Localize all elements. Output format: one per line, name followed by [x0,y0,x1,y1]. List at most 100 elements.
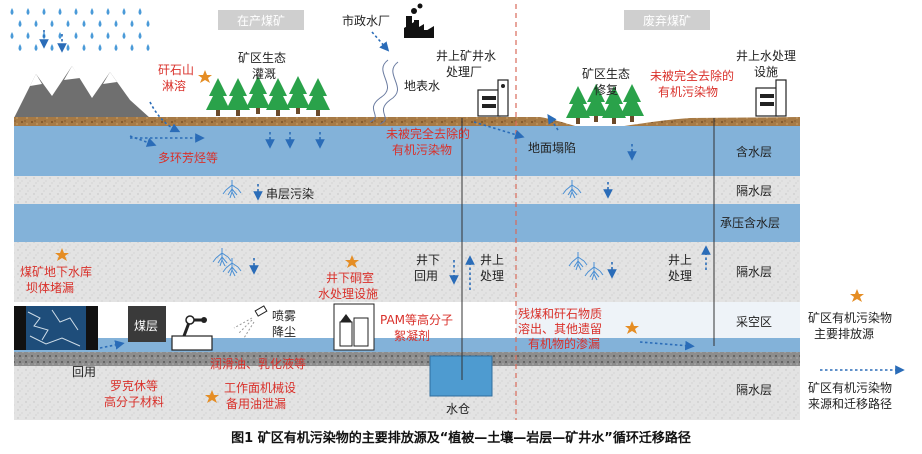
rain-drop [34,44,38,51]
rain-drop [98,44,102,51]
rain-drop [106,8,110,15]
legend-migration-1: 矿区有机污染物 [808,380,892,395]
aquitard-layer-2 [14,242,800,302]
rain-drop [66,20,70,27]
label-equipment-oil-2: 备用油泄漏 [226,397,286,411]
rain-drop [26,32,30,39]
label-spray-2: 降尘 [272,325,296,339]
label-pam-1: PAM等高分子 [380,312,453,327]
rain-drop [130,20,134,27]
rain-drop [82,20,86,27]
rain-drop [58,32,62,39]
label-reservoir-leak-2: 坝体堵漏 [26,281,74,295]
label-mine-irrigation-2: 灌溉 [252,67,276,81]
label-dissolve-1: 残煤和矸石物质 [518,307,602,321]
label-residual-active-2: 有机污染物 [392,142,452,157]
label-gangue-leaching-1: 矸石山 [158,63,194,77]
label-underground-reuse-1: 井下 [416,253,440,267]
mining-machine-icon [171,315,213,351]
factory-icon [404,3,434,38]
mine-shaft [461,118,715,380]
rain-drop [10,32,14,39]
rain-drop [74,8,78,15]
label-mine-irrigation-1: 矿区生态 [238,51,286,65]
layer-label-confined: 承压含水层 [720,215,780,230]
label-pah: 多环芳烃等 [158,151,218,165]
label-water-plant-1: 井上矿井水 [436,49,496,63]
legend: 矿区有机污染物 主要排放源 矿区有机污染物 来源和迁移路径 [808,310,905,411]
section-abandoned-mine: 废弃煤矿 [643,13,691,28]
rain-drop [98,20,102,27]
spray-nozzle-icon [233,305,268,339]
layer-label-aquitard-1: 隔水层 [736,184,772,198]
label-gangue-leaching-2: 淋溶 [162,78,186,93]
coal-seam-block [128,306,166,342]
label-sump: 水仓 [446,402,470,416]
rain-drop [130,44,134,51]
surface-river [369,59,399,125]
label-residual-abandoned-1: 未被完全去除的 [650,68,734,83]
label-dissolve-3: 有机物的渗漏 [528,336,600,351]
label-equipment-oil-1: 工作面机械设 [224,380,296,395]
rain-drop [114,20,118,27]
rain-drop [114,44,118,51]
trees-active [206,76,330,116]
label-reservoir-leak-1: 煤矿地下水库 [20,264,92,279]
label-dissolve-2: 溶出、其他遗留 [518,321,602,336]
underground-reservoir [14,306,98,350]
rain-drop [42,8,46,15]
rain-drop [146,20,150,27]
figure-caption: 图1 矿区有机污染物的主要排放源及“植被—土壤—岩层—矿井水”循环迁移路径 [231,430,691,446]
soil-layer [14,117,800,129]
rain-drop [138,32,142,39]
rain-drop [50,20,54,27]
rain-drop [90,8,94,15]
label-waterworks: 市政水厂 [342,13,390,28]
label-chamber-1: 井下硐室 [326,270,374,285]
label-cross-contamination: 串层污染 [266,186,314,201]
aquitard-layer-3 [14,366,800,420]
rain-drop [66,44,70,51]
aquitard-layer-1 [14,176,800,204]
label-lubricant: 润滑油、乳化液等 [210,356,306,371]
rain-drop [122,8,126,15]
label-residual-abandoned-2: 有机污染物 [658,84,718,99]
rain-drop [58,8,62,15]
water-plant-icon-abandoned [755,79,787,117]
label-residual-active-1: 未被完全去除的 [386,126,470,141]
label-surface-treat-a-2: 处理 [480,269,504,283]
legend-migration-2: 来源和迁移路径 [808,396,892,411]
label-underground-reuse-2: 回用 [414,269,438,283]
water-plant-icon-active [477,79,509,117]
label-rokevol-2: 高分子材料 [104,394,164,409]
rain-drop [18,20,22,27]
layer-label-aquifer: 含水层 [736,144,772,159]
label-surface-treat-b-1: 井上 [668,253,692,267]
aquifer-layer [14,126,800,176]
rain-drop [122,32,126,39]
label-surface-treat-2: 设施 [754,65,778,79]
layer-label-aquitard-3: 隔水层 [736,383,772,397]
underground-plant-icon [333,303,375,351]
rain-drop [18,44,22,51]
label-eco-restore-2: 修复 [594,82,618,97]
layer-label-goaf: 采空区 [736,315,772,329]
rain-drop [26,8,30,15]
rain-drop [50,44,54,51]
rain-drop [90,32,94,39]
rain-drop [106,32,110,39]
label-chamber-2: 水处理设施 [318,287,378,301]
label-water-plant-2: 处理厂 [446,65,482,79]
label-reuse: 回用 [72,365,96,379]
coal-band [14,352,800,366]
label-spray-1: 喷雾 [272,309,296,323]
gangue-mountains [14,66,150,118]
legend-main-source-2: 主要排放源 [814,326,874,341]
label-surface-treat-a-1: 井上 [480,253,504,267]
label-surface-water: 地表水 [404,79,440,93]
label-pam-2: 絮凝剂 [394,328,430,343]
label-eco-restore-1: 矿区生态 [582,67,630,81]
rain-drop [34,20,38,27]
rain-drop [138,8,142,15]
